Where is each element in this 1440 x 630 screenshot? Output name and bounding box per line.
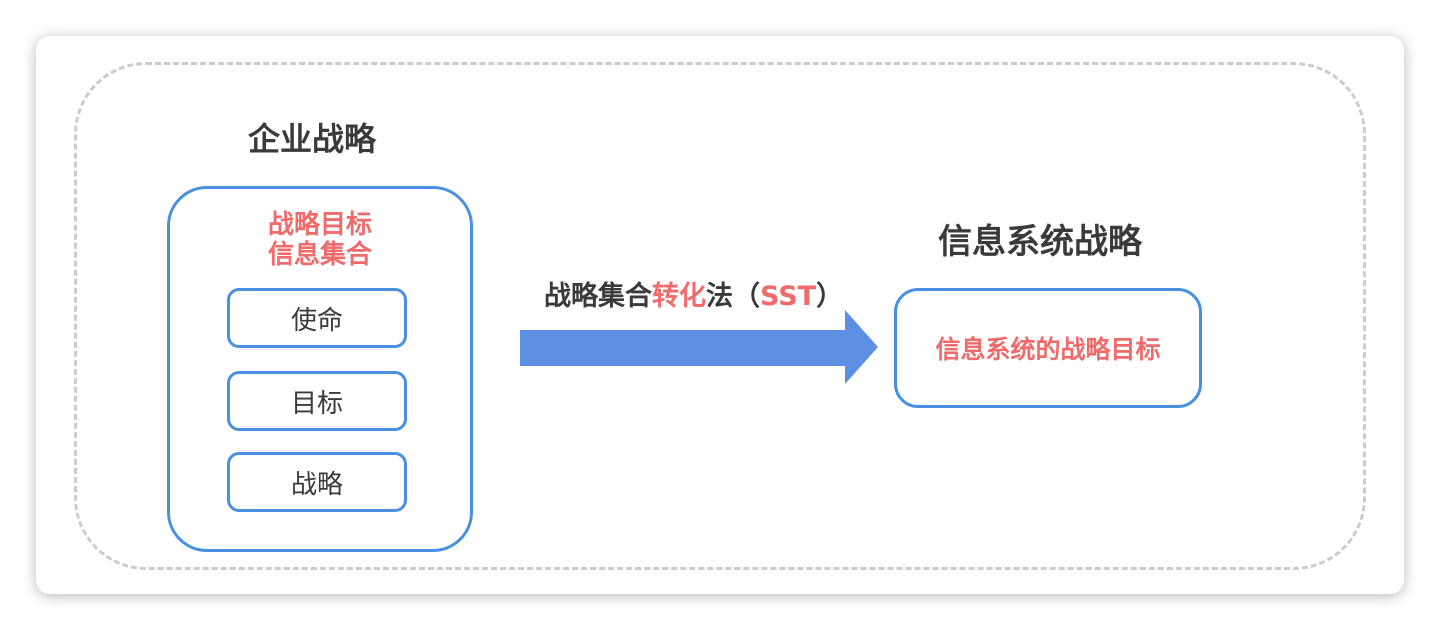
sst-label-part2: 转化 xyxy=(652,281,706,312)
sst-label-part5: ） xyxy=(816,281,844,312)
strategy-info-set-label: 战略目标 信息集合 xyxy=(167,210,473,270)
sst-label-part4: SST xyxy=(760,281,817,312)
enterprise-strategy-title: 企业战略 xyxy=(248,120,377,158)
sst-label-part3: 法（ xyxy=(706,281,760,312)
transform-arrow xyxy=(520,310,878,384)
dashed-frame xyxy=(74,62,1366,570)
objectives-box: 目标 xyxy=(227,371,407,431)
sst-method-label: 战略集合转化法（SST） xyxy=(544,274,843,313)
strategy-info-set-label-line2: 信息集合 xyxy=(267,240,372,270)
strategy-info-set-box xyxy=(167,186,473,552)
sst-label-part1: 战略集合 xyxy=(544,281,652,312)
transform-arrow-shape xyxy=(520,310,878,384)
info-system-strategy-title: 信息系统战略 xyxy=(938,222,1142,262)
diagram-card xyxy=(36,36,1404,594)
info-system-goal-box: 信息系统的战略目标 xyxy=(894,288,1202,408)
strategy-box: 战略 xyxy=(227,452,407,512)
mission-box: 使命 xyxy=(227,288,407,348)
strategy-info-set-label-line1: 战略目标 xyxy=(267,210,372,240)
